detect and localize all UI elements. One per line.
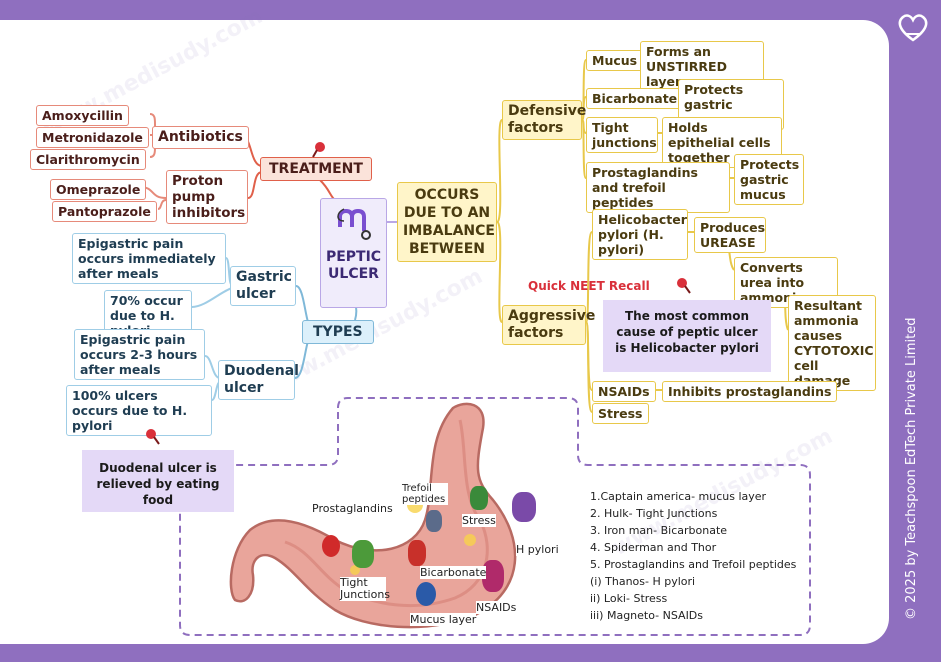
stomach-label: Bicarbonate (420, 566, 487, 579)
gastric-label: Gastric ulcer (230, 266, 296, 306)
stethoscope-logo-icon (336, 208, 371, 240)
antibiotic-item: Clarithromycin (30, 149, 146, 170)
pin-icon (146, 429, 160, 445)
stomach-label: Prostaglandins (312, 502, 393, 515)
defensive-item-name: Bicarbonate (586, 88, 684, 109)
hero-icon (408, 540, 426, 566)
brand-logo-icon (898, 14, 928, 42)
legend-item: (i) Thanos- H pylori (590, 575, 696, 588)
legend-item: 4. Spiderman and Thor (590, 541, 717, 554)
antibiotics-label: Antibiotics (152, 126, 249, 149)
legend-item: 1.Captain america- mucus layer (590, 490, 767, 503)
legend-item: iii) Magneto- NSAIDs (590, 609, 704, 622)
ppi-item: Pantoprazole (52, 201, 157, 222)
duodenal-label: Duodenal ulcer (218, 360, 299, 400)
stomach-label: Stress (462, 514, 496, 527)
antibiotic-item: Amoxycillin (36, 105, 129, 126)
center-title: PEPTIC ULCER (325, 249, 382, 282)
antibiotic-item: Metronidazole (36, 127, 149, 148)
hero-icon (352, 540, 374, 568)
peptic-ulcer-node: PEPTIC ULCER (320, 198, 387, 308)
hero-icon (512, 492, 536, 522)
duodenal-item: Epigastric pain occurs 2-3 hours after m… (74, 329, 205, 380)
defensive-label: Defensive factors (502, 100, 586, 140)
treatment-label: TREATMENT (260, 157, 372, 181)
nsaids-desc: Inhibits prostaglandins (662, 381, 838, 402)
duodenal-note: Duodenal ulcer is relieved by eating foo… (82, 450, 234, 512)
defensive-item-name: Prostaglandins and trefoil peptides (586, 162, 730, 213)
hpylori-node: Helicobacter pylori (H. pylori) (592, 209, 688, 260)
stomach-label: Mucus layer (410, 613, 477, 626)
legend: 1.Captain america- mucus layer 2. Hulk- … (590, 488, 796, 624)
stomach-label: NSAIDs (476, 601, 517, 614)
aggressive-label: Aggressive factors (502, 305, 595, 345)
legend-item: 5. Prostaglandins and Trefoil peptides (590, 558, 797, 571)
hero-icon (482, 560, 504, 592)
stomach-label: Trefoil peptides (402, 483, 448, 505)
neet-title: Quick NEET Recall (528, 279, 650, 293)
duodenal-item: 100% ulcers occurs due to H. pylori (66, 385, 212, 436)
stress-node: Stress (592, 403, 649, 424)
ppi-label: Proton pump inhibitors (166, 170, 248, 224)
hero-icon (470, 486, 488, 510)
legend-item: 3. Iron man- Bicarbonate (590, 524, 728, 537)
converts-node: Converts urea into ammonium (734, 257, 838, 308)
hero-icon (416, 582, 436, 606)
neet-note: The most common cause of peptic ulcer is… (603, 300, 771, 372)
gastric-item: Epigastric pain occurs immediately after… (72, 233, 226, 284)
stomach-label: Tight Junctions (340, 576, 391, 601)
defensive-item-name: Mucus (586, 50, 644, 71)
ammonia-node: Resultant ammonia causes CYTOTOXIC cell … (788, 295, 876, 391)
defensive-item-name: Tight junctions (586, 117, 658, 153)
occurs-node: OCCURS DUE TO AN IMBALANCE BETWEEN (397, 182, 497, 262)
hero-icon (426, 510, 442, 532)
hero-icon (322, 535, 340, 557)
urease-node: Produces UREASE (694, 217, 766, 253)
ppi-item: Omeprazole (50, 179, 147, 200)
stomach-illustration (229, 402, 517, 629)
pin-icon (312, 142, 325, 158)
stomach-label: H pylori (516, 543, 559, 556)
pin-icon (677, 278, 691, 294)
legend-item: 2. Hulk- Tight Junctions (590, 507, 718, 520)
defensive-item-desc: Holds epithelial cells together (662, 117, 782, 168)
defensive-item-desc: Protects gastric mucus (734, 154, 804, 205)
nsaids-node: NSAIDs (592, 381, 656, 402)
types-label: TYPES (302, 320, 374, 344)
legend-item: ii) Loki- Stress (590, 592, 668, 605)
